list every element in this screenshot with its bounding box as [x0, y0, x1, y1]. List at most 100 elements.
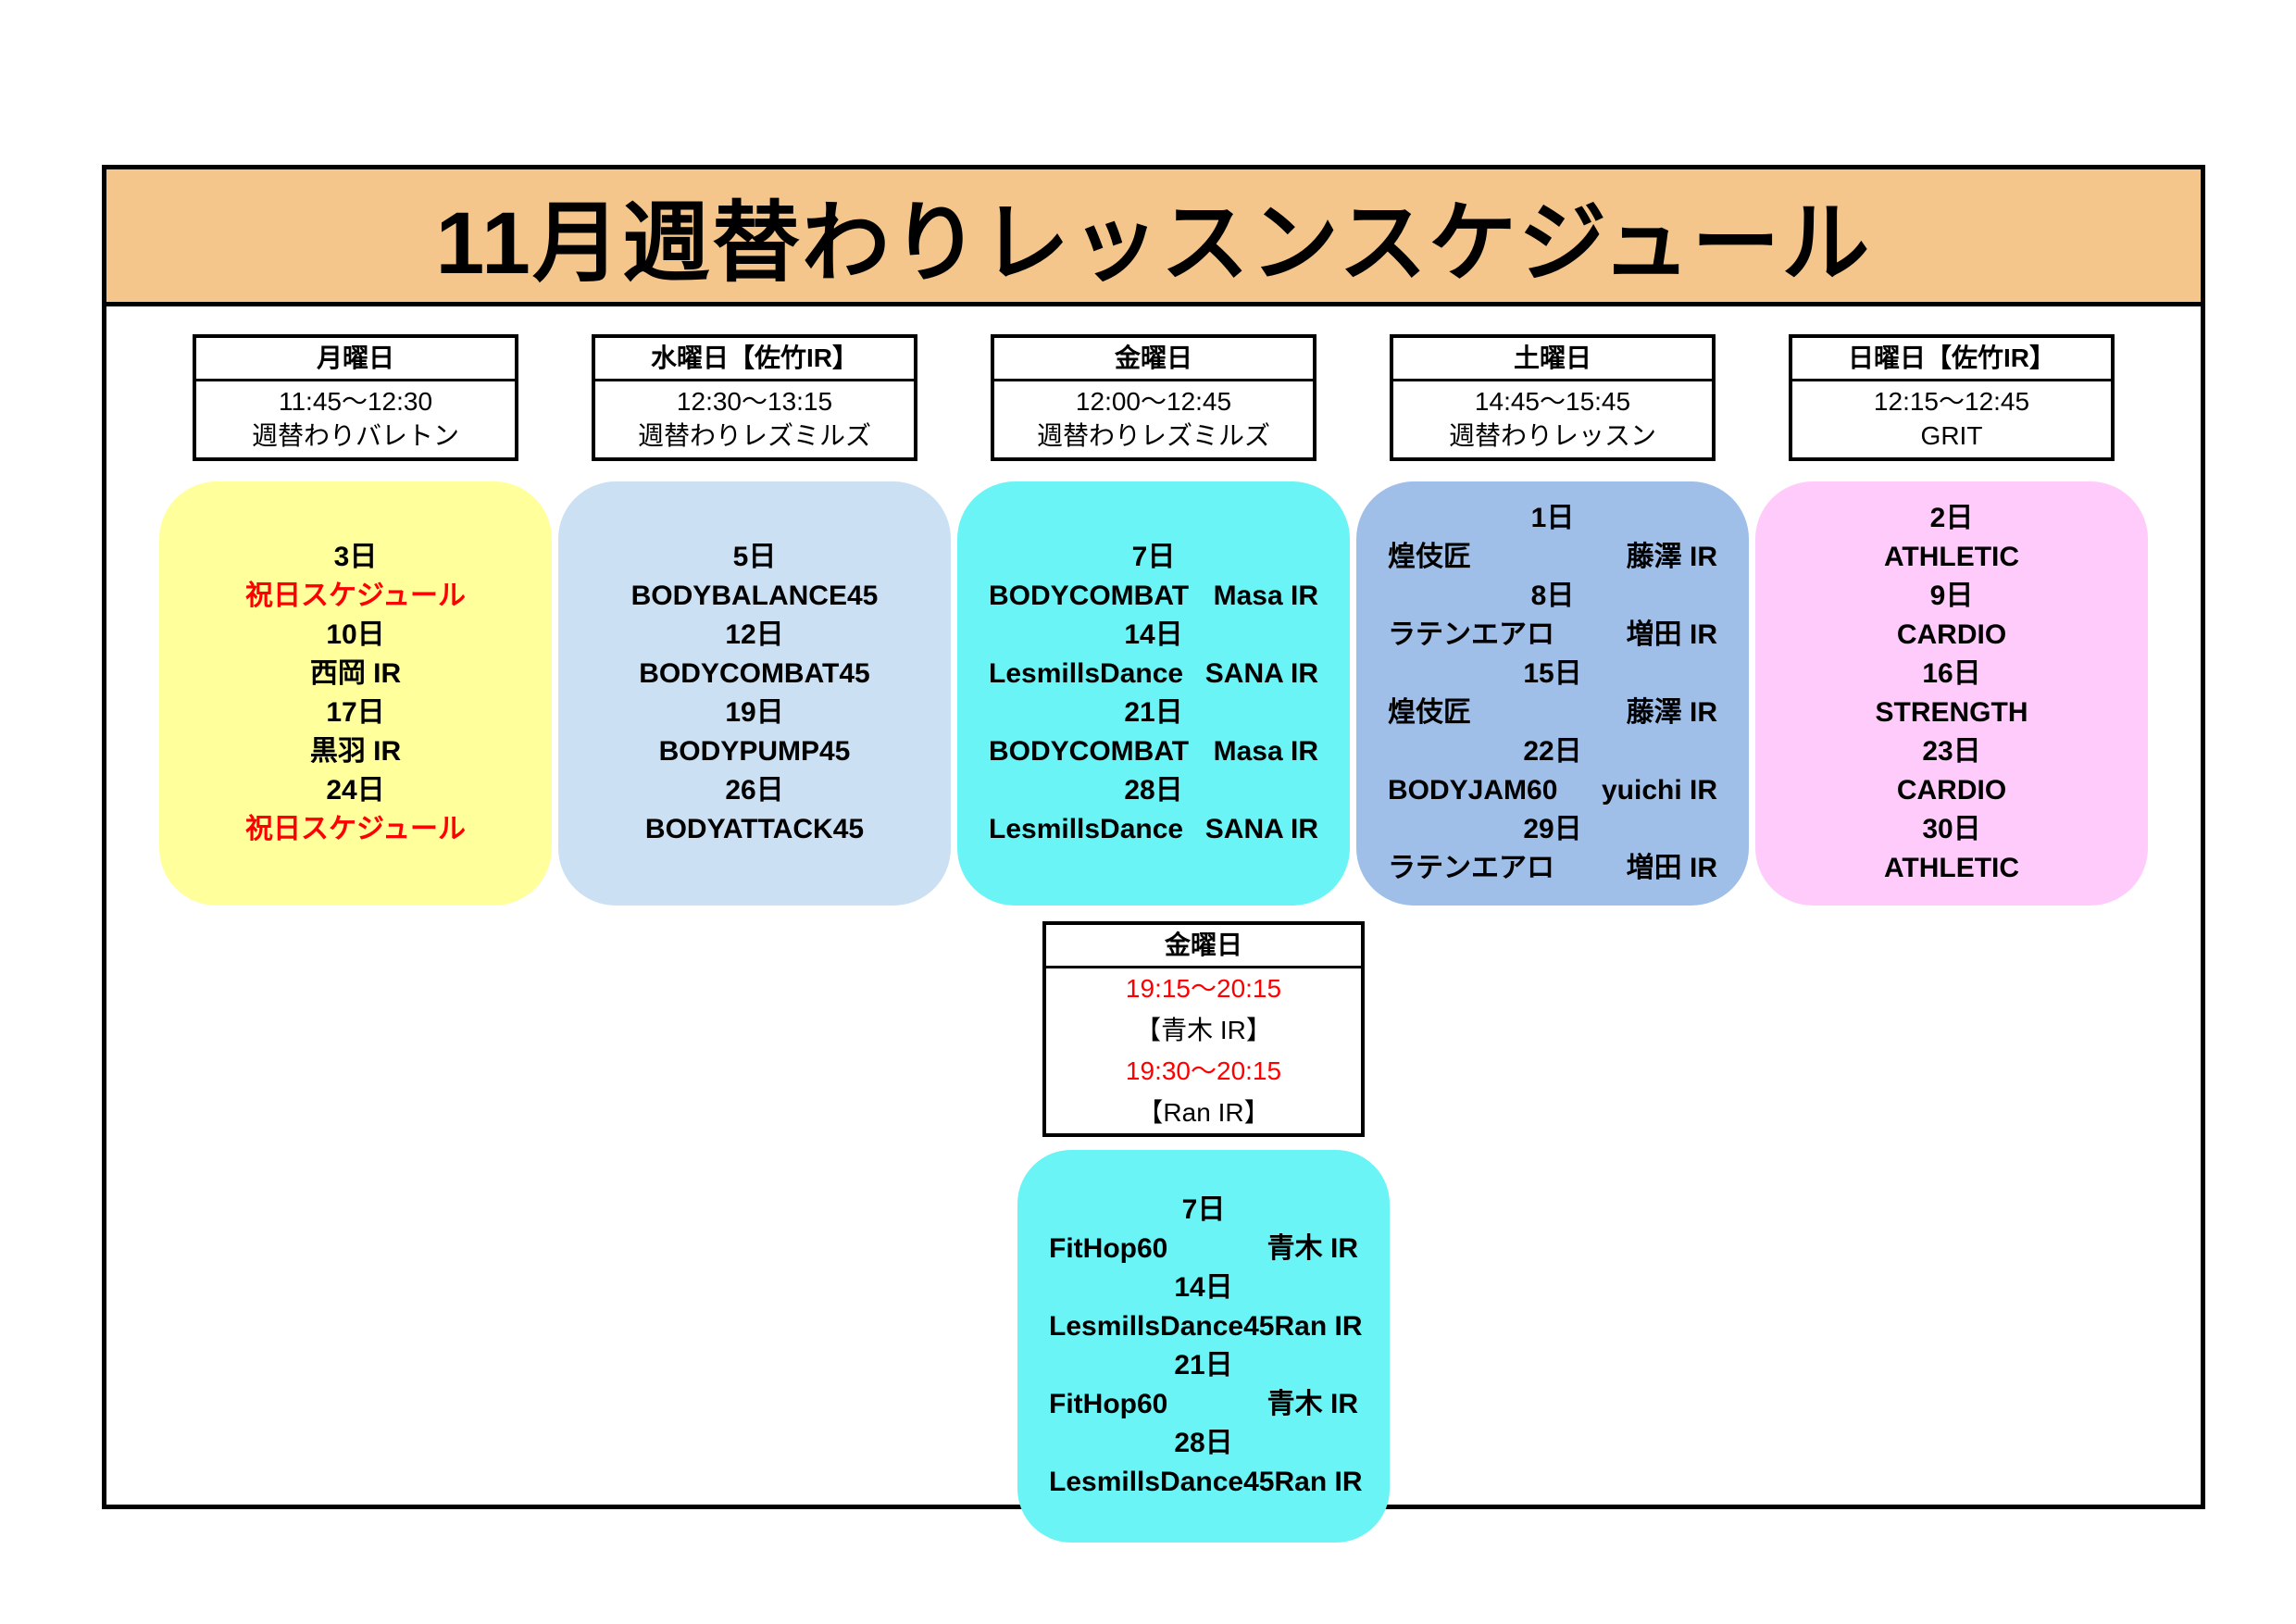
header-time-label: 11:45〜12:30 [278, 387, 433, 417]
columns-row: 月曜日 11:45〜12:30 週替わりバレトン 3日祝日スケジュール 10日西岡… [106, 306, 2201, 906]
header-lesson-label: 週替わりバレトン [251, 420, 459, 450]
header-time-label: 12:30〜13:15 [676, 387, 833, 417]
column-saturday: 土曜日 14:45〜15:45 週替わりレッスン 1日煌伎匠 藤澤 IR 8日ラテン… [1355, 334, 1750, 906]
friday-evening-header: 金曜日 19:15〜20:15【青木 IR】19:30〜20:15【Ran IR… [1042, 921, 1365, 1137]
page-title: 11月週替わりレッスンスケジュール [435, 194, 1872, 293]
friday-header: 金曜日 12:00〜12:45 週替わりレズミルズ [991, 334, 1316, 462]
schedule-entry: BODYCOMBAT Masa IR [957, 732, 1350, 771]
schedule-entry: 8日 [1530, 581, 1575, 612]
lesson-name: LesmillsDance [989, 658, 1184, 690]
schedule-entry: 21日 [1174, 1349, 1233, 1380]
instructor-name: SANA IR [1204, 658, 1318, 690]
sunday-header: 日曜日【佐竹IR】 12:15〜12:45 GRIT [1789, 334, 2115, 462]
column-monday: 月曜日 11:45〜12:30 週替わりバレトン 3日祝日スケジュール 10日西岡… [158, 334, 553, 906]
schedule-entry: 3日 [333, 542, 378, 573]
header-time-label: 14:45〜15:45 [1474, 387, 1631, 417]
header-lesson-label: 週替わりレッスン [1448, 420, 1656, 450]
schedule-entry: 2日 [1929, 503, 1974, 534]
header-day-label: 金曜日 [1046, 925, 1361, 969]
instructor-name: 青木 IR [1267, 1232, 1358, 1264]
instructor-name: Masa IR [1213, 581, 1318, 612]
lesson-name: FitHop60 [1049, 1232, 1168, 1264]
schedule-entry: 29日 [1523, 814, 1582, 845]
lesson-name: LesmillsDance45 [1049, 1466, 1275, 1497]
schedule-entry: ATHLETIC [1883, 542, 2020, 573]
lesson-name: BODYCOMBAT [989, 581, 1190, 612]
wednesday-header: 水曜日【佐竹IR】 12:30〜13:15 週替わりレズミルズ [592, 334, 917, 462]
title-banner: 11月週替わりレッスンスケジュール [106, 169, 2201, 306]
instructor-name: 増田 IR [1626, 853, 1717, 884]
schedule-entry: 煌伎匠 藤澤 IR [1356, 693, 1749, 732]
schedule-entry: 28日 [1174, 1427, 1233, 1458]
instructor-name: 藤澤 IR [1626, 542, 1717, 573]
schedule-entry: LesmillsDance SANA IR [957, 810, 1350, 849]
lesson-name: BODYJAM60 [1388, 775, 1558, 806]
schedule-entry: BODYATTACK45 [644, 814, 865, 845]
instructor-name: Ran IR [1274, 1310, 1363, 1342]
lesson-name: BODYCOMBAT [989, 736, 1190, 768]
instructor-name: Masa IR [1213, 736, 1318, 768]
friday-evening-section: 金曜日 19:15〜20:15【青木 IR】19:30〜20:15【Ran IR… [1017, 921, 1390, 1543]
schedule-entry: 28日 [1124, 775, 1183, 806]
schedule-entry: 1日 [1530, 503, 1575, 534]
schedule-entry: BODYCOMBAT Masa IR [957, 577, 1350, 616]
schedule-entry: ラテンエアロ 増田 IR [1356, 849, 1749, 888]
schedule-entry: 15日 [1523, 658, 1582, 690]
header-lesson-label: GRIT [1920, 420, 1983, 450]
header-time-label: 12:00〜12:45 [1075, 387, 1232, 417]
header-day-label: 月曜日 [196, 338, 515, 382]
schedule-entry: BODYCOMBAT45 [639, 658, 870, 690]
lesson-name: ラテンエアロ [1388, 853, 1554, 884]
schedule-entry: 5日 [732, 542, 777, 573]
schedule-entry: 10日 [326, 619, 385, 651]
instructor-name: yuichi IR [1601, 775, 1717, 806]
lesson-name: 煌伎匠 [1388, 697, 1471, 729]
saturday-header: 土曜日 14:45〜15:45 週替わりレッスン [1390, 334, 1716, 462]
schedule-entry: LesmillsDance SANA IR [957, 655, 1350, 693]
schedule-entry: 14日 [1174, 1271, 1233, 1303]
lesson-name: FitHop60 [1049, 1388, 1168, 1419]
schedule-entry: BODYJAM60 yuichi IR [1356, 771, 1749, 810]
schedule-entry: 西岡 IR [309, 658, 402, 690]
schedule-entry: 7日 [1131, 542, 1176, 573]
header-lesson-label: 週替わりレズミルズ [1036, 420, 1270, 450]
schedule-entry: 24日 [326, 775, 385, 806]
lesson-name: ラテンエアロ [1388, 619, 1554, 651]
instructor-name: Ran IR [1274, 1466, 1363, 1497]
schedule-entry: ATHLETIC [1883, 853, 2020, 884]
schedule-entry: 黒羽 IR [309, 736, 402, 768]
schedule-entry: 19日 [725, 697, 784, 729]
schedule-entry: ラテンエアロ増田 IR [1356, 616, 1749, 655]
lesson-name: LesmillsDance45 [1049, 1310, 1275, 1342]
header-line: 【Ran IR】 [1137, 1097, 1270, 1127]
header-line: 19:30〜20:15 [1125, 1056, 1282, 1086]
header-lesson-label: 週替わりレズミルズ [637, 420, 871, 450]
schedule-entry: 22日 [1523, 736, 1582, 768]
instructor-name: 藤澤 IR [1626, 697, 1717, 729]
schedule-entry: BODYPUMP45 [658, 736, 851, 768]
schedule-entry: FitHop60 青木 IR [1017, 1230, 1390, 1268]
schedule-entry: 14日 [1124, 619, 1183, 651]
header-day-label: 金曜日 [994, 338, 1313, 382]
column-wednesday: 水曜日【佐竹IR】 12:30〜13:15 週替わりレズミルズ 5日 BODYBA… [557, 334, 952, 906]
instructor-name: 青木 IR [1267, 1388, 1358, 1419]
column-friday: 金曜日 12:00〜12:45 週替わりレズミルズ 7日 BODYCOMBAT Ma… [956, 334, 1351, 906]
schedule-entry: BODYBALANCE45 [630, 581, 879, 612]
instructor-name: SANA IR [1204, 814, 1318, 845]
schedule-entry: 祝日スケジュール [245, 814, 466, 845]
header-time-label: 12:15〜12:45 [1873, 387, 2030, 417]
schedule-entry: 16日 [1922, 658, 1981, 690]
header-day-label: 土曜日 [1393, 338, 1712, 382]
schedule-sheet: 11月週替わりレッスンスケジュール 月曜日 11:45〜12:30 週替わりバレ… [102, 165, 2205, 1543]
schedule-entry: 祝日スケジュール [245, 581, 466, 612]
schedule-entry: 煌伎匠藤澤 IR [1356, 538, 1749, 577]
header-day-label: 日曜日【佐竹IR】 [1792, 338, 2111, 382]
lesson-name: LesmillsDance [989, 814, 1184, 845]
